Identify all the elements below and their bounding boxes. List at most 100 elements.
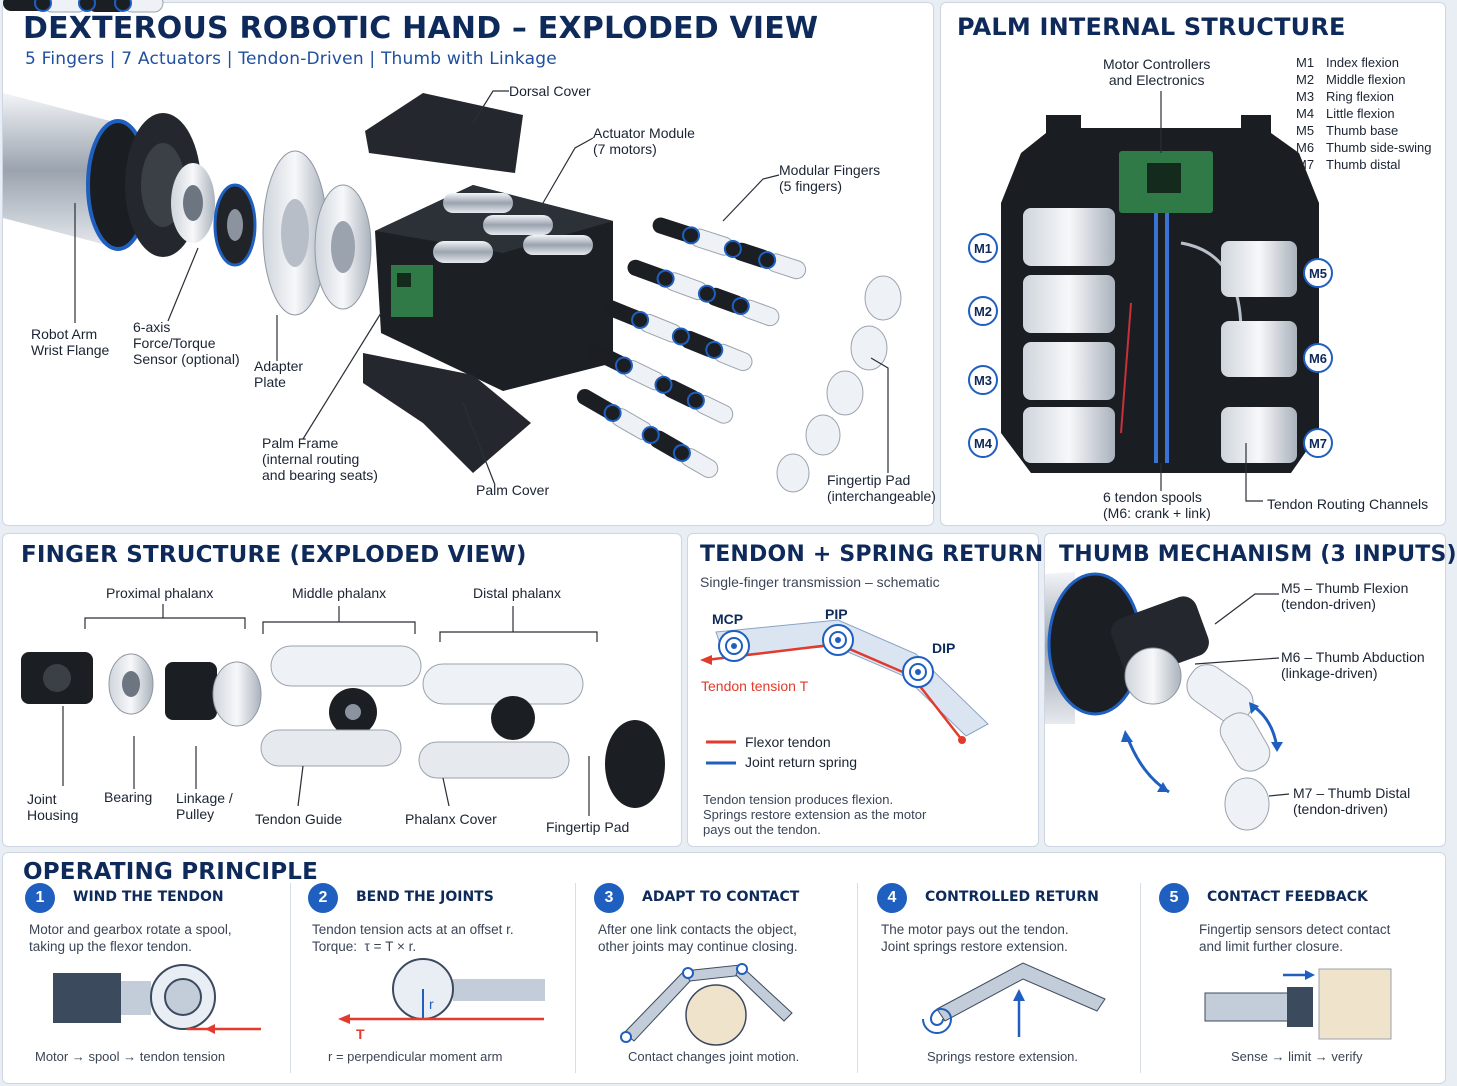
step-caption: Sense → limit → verify <box>1231 1049 1363 1064</box>
step-4-diagram <box>922 962 1106 1037</box>
label-joint-housing: Joint Housing <box>27 791 79 823</box>
modular-fingers <box>3 0 902 493</box>
step-2-diagram <box>338 958 545 1024</box>
divider <box>290 883 291 1073</box>
label-robot-arm: Robot Arm Wrist Flange <box>31 326 110 358</box>
legend-spring: Joint return spring <box>745 754 858 770</box>
step-3: 3 ADAPT TO CONTACT After one link contac… <box>594 883 854 1083</box>
exploded-title: DEXTEROUS ROBOTIC HAND – EXPLODED VIEW <box>23 11 819 46</box>
joint-pip <box>822 624 854 656</box>
robot-arm <box>3 93 201 257</box>
step-1: 1 WIND THE TENDON Motor and gearbox rota… <box>25 883 285 1083</box>
label-tendon-spools: 6 tendon spools (M6: crank + link) <box>1103 489 1211 521</box>
label-routing-channels: Tendon Routing Channels <box>1267 496 1429 512</box>
label-tendon-tension: Tendon tension T <box>701 678 809 694</box>
exploded-illustration <box>3 0 902 493</box>
label-adapter-plate: Adapter Plate <box>254 358 304 390</box>
step-5-diagram <box>1204 968 1392 1040</box>
tendon-subtitle: Single-finger transmission – schematic <box>700 574 940 590</box>
phalanx-cover <box>418 741 570 779</box>
step-desc: Fingertip sensors detect contact and lim… <box>1199 922 1391 954</box>
label-fingertip-pad-finger: Fingertip Pad <box>546 819 630 835</box>
operating-title: OPERATING PRINCIPLE <box>23 859 319 885</box>
fingertip-pad <box>605 720 665 808</box>
thumb-panel: THUMB MECHANISM (3 INPUTS) M5 – Thumb Fl… <box>1044 533 1457 847</box>
adapter-plate <box>262 150 372 316</box>
label-modular-fingers: Modular Fingers (5 fingers) <box>779 162 881 194</box>
exploded-view-panel: DEXTEROUS ROBOTIC HAND – EXPLODED VIEW 5… <box>2 0 936 526</box>
group-proximal: Proximal phalanx <box>106 585 214 601</box>
step-caption: Springs restore extension. <box>927 1049 1079 1064</box>
badge-m2: M2 <box>968 296 998 326</box>
dorsal-cover <box>365 93 523 173</box>
step-caption: Contact changes joint motion. <box>628 1049 800 1064</box>
step-caption: r = perpendicular moment arm <box>328 1049 503 1064</box>
palm-title: PALM INTERNAL STRUCTURE <box>957 13 1346 41</box>
joint-mcp <box>718 630 750 662</box>
label-sensor: 6-axis Force/Torque Sensor (optional) <box>133 319 240 367</box>
step-3-diagram <box>620 963 793 1046</box>
label-mcp: MCP <box>712 611 744 627</box>
step-4: 4 CONTROLLED RETURN The motor pays out t… <box>877 883 1137 1083</box>
tendon-schematic <box>700 619 989 765</box>
group-distal: Distal phalanx <box>473 585 561 601</box>
label-thumb-m6: M6 – Thumb Abduction (linkage-driven) <box>1281 649 1425 681</box>
divider <box>857 883 858 1073</box>
tendon-panel: TENDON + SPRING RETURN Single-finger tra… <box>687 533 1043 847</box>
step-number: 5 <box>1159 883 1189 913</box>
label-t: T <box>356 1026 365 1042</box>
step-desc: Motor and gearbox rotate a spool, taking… <box>29 922 232 954</box>
joint-housing <box>21 652 93 704</box>
badge-m1: M1 <box>968 233 998 263</box>
actuator-module <box>375 185 613 391</box>
legend-flexor: Flexor tendon <box>745 734 831 750</box>
step-number: 2 <box>308 883 338 913</box>
palm-cover <box>363 353 531 473</box>
label-phalanx-cover: Phalanx Cover <box>405 811 497 827</box>
label-thumb-m7: M7 – Thumb Distal (tendon-driven) <box>1293 785 1411 817</box>
step-2: 2 BEND THE JOINTS Tendon tension acts at… <box>308 883 568 1083</box>
palm-motors <box>1023 208 1297 463</box>
finger-panel: FINGER STRUCTURE (EXPLODED VIEW) Proxima… <box>2 533 682 847</box>
tendon-guide <box>260 729 402 767</box>
label-motor-controllers: Motor Controllers and Electronics <box>1103 56 1211 88</box>
label-r: r <box>429 996 434 1012</box>
badge-m3: M3 <box>968 365 998 395</box>
label-pip: PIP <box>825 606 848 622</box>
joint-dip <box>902 656 934 688</box>
label-dip: DIP <box>932 640 956 656</box>
divider <box>575 883 576 1073</box>
label-linkage-pulley: Linkage / Pulley <box>176 790 233 822</box>
label-actuator-module: Actuator Module (7 motors) <box>593 125 695 157</box>
thumb-illustration <box>1045 572 1290 831</box>
step-1-diagram <box>53 964 261 1034</box>
divider <box>1140 883 1141 1073</box>
step-title: CONTROLLED RETURN <box>925 889 1099 905</box>
linkage-pulley <box>165 662 217 720</box>
step-number: 3 <box>594 883 624 913</box>
thumb-title: THUMB MECHANISM (3 INPUTS) <box>1059 542 1457 567</box>
badge-m5: M5 <box>1303 258 1333 288</box>
step-number: 4 <box>877 883 907 913</box>
tendon-note: Tendon tension produces flexion. Springs… <box>703 792 927 837</box>
palm-panel: PALM INTERNAL STRUCTURE Motor Controller… <box>940 2 1446 526</box>
label-palm-frame: Palm Frame (internal routing and bearing… <box>262 435 378 483</box>
step-desc: After one link contacts the object, othe… <box>598 922 798 954</box>
step-title: CONTACT FEEDBACK <box>1207 889 1368 905</box>
group-middle: Middle phalanx <box>292 585 387 601</box>
step-caption: Motor → spool → tendon tension <box>35 1049 226 1064</box>
operating-panel: OPERATING PRINCIPLE 1 WIND THE TENDON Mo… <box>2 852 1446 1084</box>
label-tendon-guide: Tendon Guide <box>255 811 343 827</box>
step-desc: Tendon tension acts at an offset r. Torq… <box>312 922 514 954</box>
palm-illustration <box>1001 91 1319 502</box>
step-5: 5 CONTACT FEEDBACK Fingertip sensors det… <box>1159 883 1429 1083</box>
step-title: ADAPT TO CONTACT <box>642 889 800 905</box>
tendon-title: TENDON + SPRING RETURN <box>700 542 1044 567</box>
badge-m6: M6 <box>1303 343 1333 373</box>
badge-m7: M7 <box>1303 428 1333 458</box>
force-torque-sensor <box>171 163 257 267</box>
